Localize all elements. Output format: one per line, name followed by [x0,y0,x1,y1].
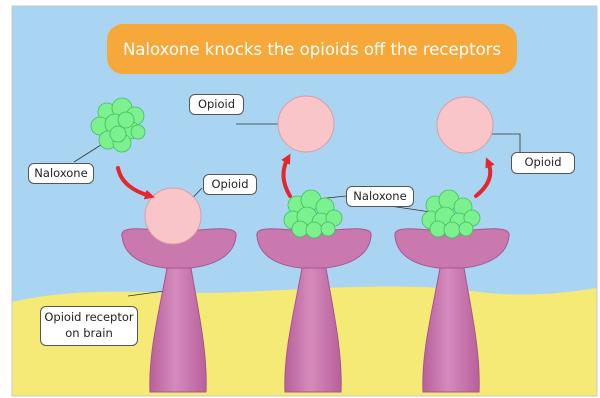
label-opioid-released-center: Opioid [189,94,244,115]
opioid-molecule-bound [145,188,201,244]
label-naloxone-free: Naloxone [28,163,94,184]
label-opioid-receptor: Opioid receptor on brain [40,306,138,346]
opioid-molecule-released-right [437,97,493,153]
title-banner: Naloxone knocks the opioids off the rece… [107,24,517,74]
opioid-molecule-released-center [278,96,334,152]
label-naloxone-bound: Naloxone [346,186,414,207]
label-opioid-bound: Opioid [203,174,257,195]
label-opioid-released-right: Opioid [511,152,575,174]
